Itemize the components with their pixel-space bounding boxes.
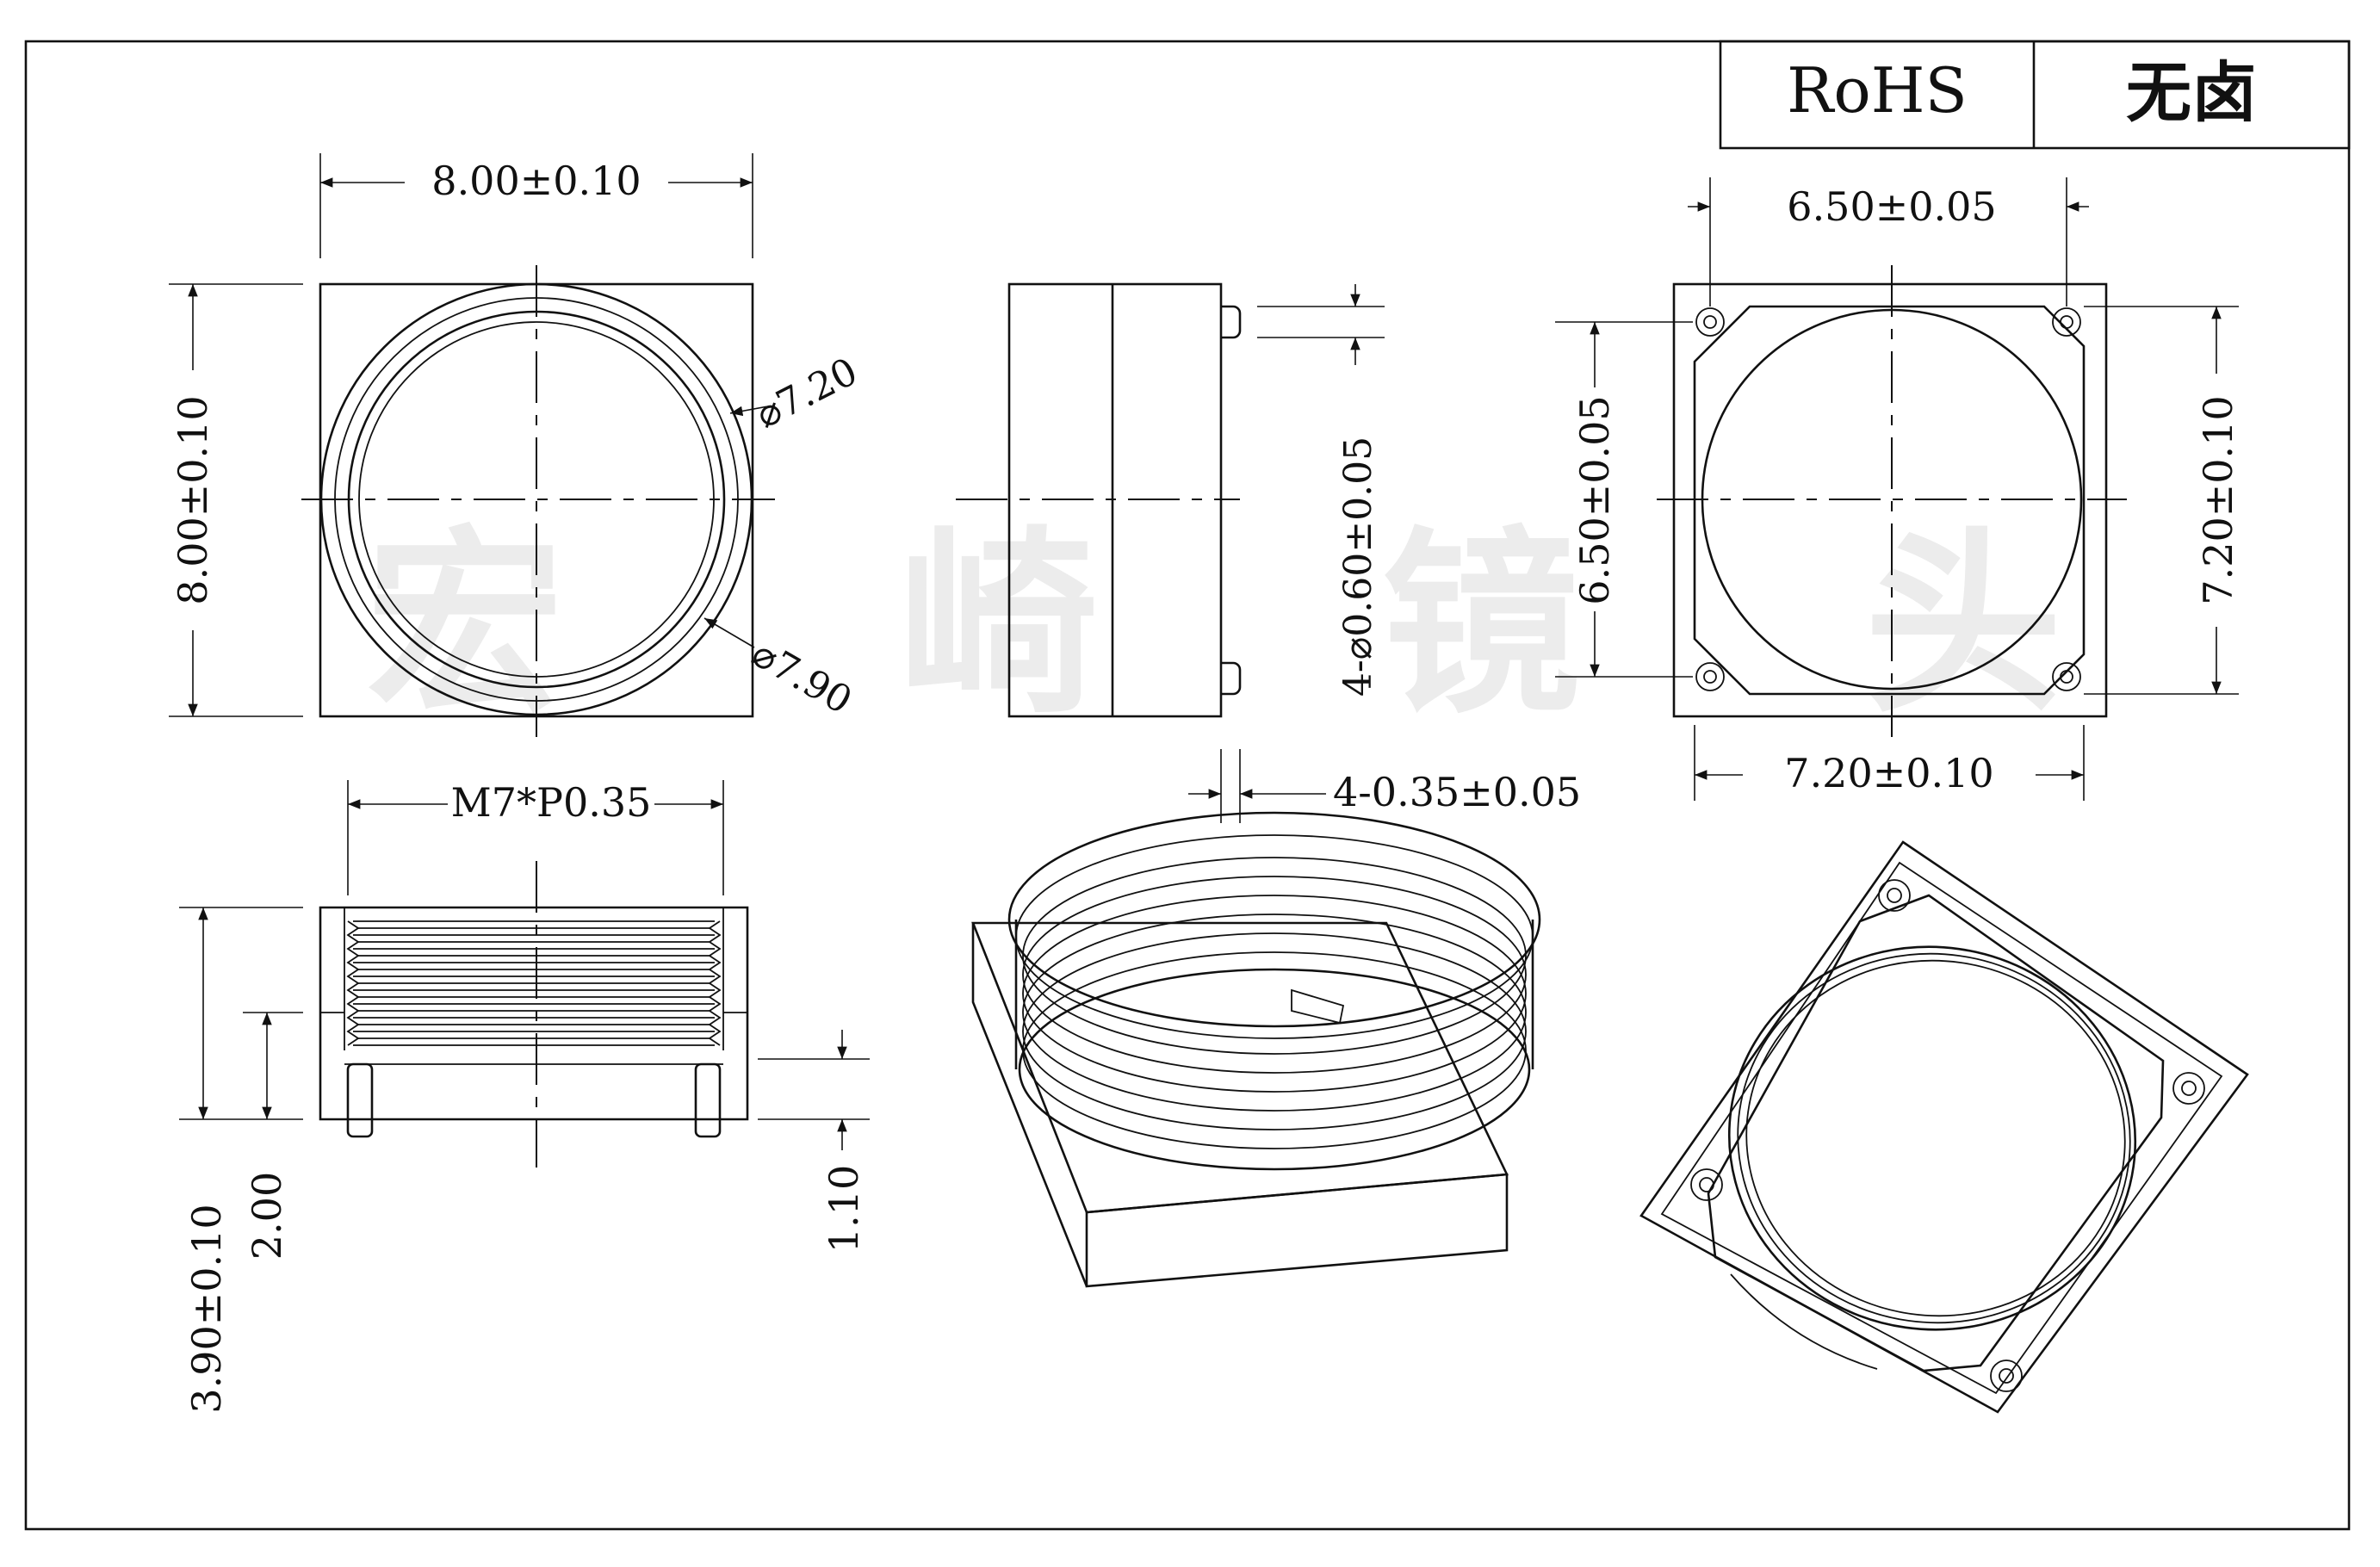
thread-lines	[353, 920, 715, 1046]
inner-diameter-label: ⌀7.20	[749, 350, 865, 437]
rohs-label: RoHS	[1787, 54, 1968, 127]
pin-width-dim: 4-0.35±0.05	[1333, 769, 1581, 815]
bottom-view: 6.50±0.05 6.50±0.05 7.20±0.10 7.20±0.10	[1555, 177, 2241, 801]
pin-diameter-dim: 4-⌀0.60±0.05	[1336, 437, 1380, 697]
watermark: 宏 崎 镜 头	[366, 511, 2062, 740]
watermark-char-4: 头	[1864, 511, 2062, 740]
front-view: 8.00±0.10 8.00±0.10 ⌀7.20 ⌀7.90	[169, 153, 865, 737]
side-pin-top	[1221, 305, 1242, 339]
isometric-view-top	[971, 811, 1541, 1288]
outer-height-dim: 7.20±0.10	[2195, 395, 2241, 604]
thread-pin-right	[694, 1062, 722, 1138]
isometric-view-bottom	[1639, 840, 2249, 1414]
iso-lens-opening	[1727, 945, 2137, 1331]
mounting-holes	[1695, 307, 2081, 691]
front-width-dim: 8.00±0.10	[431, 158, 641, 204]
side-view: 4-⌀0.60±0.05 4-0.35±0.05	[956, 282, 1581, 823]
thread-view: M7*P0.35 3.90±0.10 2.00 1.10	[179, 779, 870, 1414]
front-height-dim: 8.00±0.10	[170, 395, 216, 604]
drawing-border	[24, 40, 2351, 1531]
hole-spacing-y-dim: 6.50±0.05	[1571, 395, 1618, 604]
watermark-char-2: 崎	[900, 511, 1098, 740]
outer-diameter-label: ⌀7.90	[745, 631, 859, 722]
thread-view-body	[319, 906, 749, 1121]
watermark-char-1: 宏	[366, 511, 564, 740]
iso-thread-rings	[1007, 811, 1541, 1171]
watermark-char-3: 镜	[1382, 511, 1580, 740]
halogen-free-label: 无卤	[2126, 54, 2257, 131]
pin-height-dim: 1.10	[821, 1165, 867, 1253]
thread-right-profile	[708, 920, 722, 1046]
base-height-dim: 2.00	[244, 1172, 290, 1260]
total-height-dim: 3.90±0.10	[183, 1204, 230, 1413]
hole-spacing-x-dim: 6.50±0.05	[1787, 183, 1996, 230]
thread-pin-left	[346, 1062, 374, 1138]
thread-left-profile	[346, 920, 360, 1046]
outer-width-dim: 7.20±0.10	[1784, 750, 1993, 796]
side-pin-bottom	[1221, 661, 1242, 696]
title-block: RoHS 无卤	[1719, 40, 2351, 150]
iso-mounting-holes	[1690, 879, 2205, 1392]
thread-spec-dim: M7*P0.35	[451, 779, 652, 826]
